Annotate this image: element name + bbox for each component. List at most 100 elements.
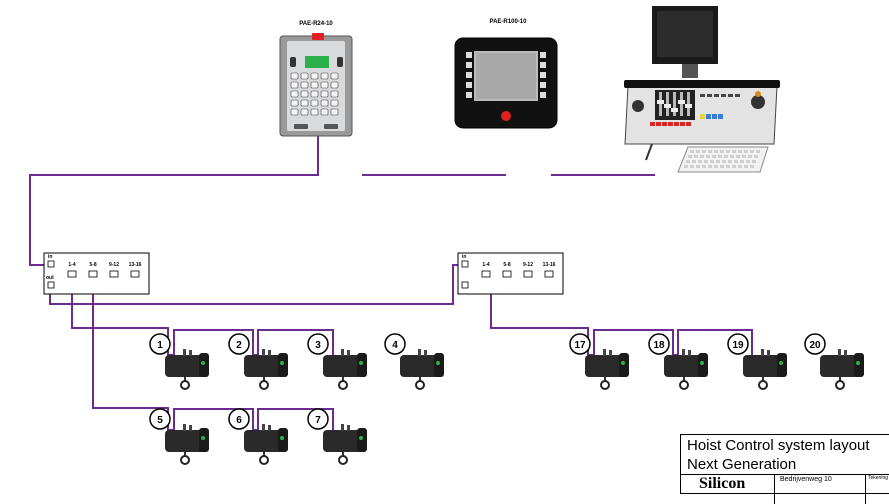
- hoist-logo-icon: [779, 361, 783, 365]
- hoist-17: 17: [569, 333, 629, 390]
- hoist-number-badge: [569, 333, 591, 355]
- hook-icon: [600, 380, 610, 390]
- channel-label: 9-12: [523, 262, 533, 268]
- distributor-box-2: in 1-4 5-8 9-12 13-16: [457, 252, 564, 295]
- channel-label: 13-16: [129, 262, 142, 268]
- joystick-right-icon: [337, 57, 343, 67]
- hoist-logo-icon: [201, 361, 205, 365]
- cable-ch5-8-group-b: [92, 284, 334, 431]
- input-port: [461, 260, 469, 268]
- channel-port: [544, 270, 554, 278]
- hoist-1: 1: [149, 333, 209, 390]
- hoist-number: 17: [574, 340, 586, 351]
- channel-port: [67, 270, 77, 278]
- output-port: [461, 281, 469, 289]
- hook-icon: [415, 380, 425, 390]
- channel-port: [109, 270, 119, 278]
- hoist-logo-icon: [700, 361, 704, 365]
- hoist-logo-icon: [359, 436, 363, 440]
- channel-port: [502, 270, 512, 278]
- hoist-20: 20: [804, 333, 864, 390]
- cable-ch1-4-group-c: [490, 284, 753, 356]
- channel-label: 5-8: [89, 262, 96, 268]
- channel-label: 5-8: [503, 262, 510, 268]
- output-port-label: out: [46, 275, 54, 281]
- input-port: [47, 260, 55, 268]
- remote-controller: PAE-R24-10: [279, 21, 353, 137]
- channel-label: 9-12: [109, 262, 119, 268]
- hoist-6: 6: [228, 408, 288, 465]
- hoist-3: 3: [307, 333, 367, 390]
- hoist-logo-icon: [621, 361, 625, 365]
- hoist-number-badge: [307, 408, 329, 430]
- hoist-logo-icon: [436, 361, 440, 365]
- hoist-18: 18: [648, 333, 708, 390]
- cable-network: [29, 136, 753, 431]
- input-port-label: in: [462, 254, 466, 260]
- hoist-number-badge: [228, 408, 250, 430]
- panel-label: PAE-R100-10: [490, 19, 528, 25]
- remote-keypad: [290, 72, 339, 116]
- touch-panel-controller: PAE-R100-10: [454, 19, 558, 129]
- channel-label: 1-4: [482, 262, 489, 268]
- hook-icon: [180, 380, 190, 390]
- hoist-number-badge: [384, 333, 406, 355]
- hoist-number: 20: [809, 340, 821, 351]
- console-joystick-right-icon: [751, 95, 765, 109]
- hoist-number: 5: [157, 415, 163, 426]
- hoist-logo-icon: [856, 361, 860, 365]
- company-address: Bedrijvenweg 10: [780, 476, 832, 483]
- system-diagram: PAE-R24-10 PAE-R100-10 in out 1-4 5: [29, 6, 864, 465]
- hook-icon: [679, 380, 689, 390]
- hoist-number: 7: [315, 415, 321, 426]
- hook-icon: [758, 380, 768, 390]
- panel-emergency-stop-icon: [501, 111, 511, 121]
- remote-display: [305, 56, 329, 68]
- hoist-2: 2: [228, 333, 288, 390]
- hoist-5: 5: [149, 408, 209, 465]
- input-port-label: in: [48, 254, 52, 260]
- drawing-number-label: Tekening: [868, 475, 889, 481]
- company-logo: Silicon: [699, 475, 746, 492]
- hoist-number-badge: [307, 333, 329, 355]
- distributor-box-1: in out 1-4 5-8 9-12 13-16: [43, 252, 150, 295]
- hoist-number: 4: [392, 340, 398, 351]
- hoist-19: 19: [727, 333, 787, 390]
- hoist-number-badge: [648, 333, 670, 355]
- joystick-left-icon: [290, 57, 296, 67]
- channel-port: [481, 270, 491, 278]
- channel-label: 1-4: [68, 262, 75, 268]
- hoist-number-badge: [149, 333, 171, 355]
- hoist-number: 19: [732, 340, 744, 351]
- channel-port: [88, 270, 98, 278]
- cable-link-out-to-in: [49, 264, 464, 305]
- hoist-logo-icon: [280, 436, 284, 440]
- title-block: Hoist Control system layout Next Generat…: [680, 434, 889, 504]
- panel-screen: [474, 51, 538, 101]
- hoist-number: 1: [157, 340, 163, 351]
- hoist-logo-icon: [201, 436, 205, 440]
- remote-label: PAE-R24-10: [299, 21, 333, 27]
- console-faders: [657, 92, 740, 116]
- hook-icon: [835, 380, 845, 390]
- hoist-number-badge: [727, 333, 749, 355]
- channel-label: 13-16: [543, 262, 556, 268]
- hook-icon: [259, 455, 269, 465]
- emergency-stop-icon: [312, 33, 324, 40]
- hoist-number: 6: [236, 415, 242, 426]
- cable-ch1-4-group-a: [71, 284, 334, 356]
- hook-icon: [338, 380, 348, 390]
- hoist-number-badge: [149, 408, 171, 430]
- channel-port: [523, 270, 533, 278]
- hoist-number: 18: [653, 340, 665, 351]
- hoist-number-badge: [228, 333, 250, 355]
- hoist-logo-icon: [280, 361, 284, 365]
- console-joystick-left-icon: [632, 100, 644, 112]
- drawing-subtitle: Next Generation: [687, 456, 797, 473]
- cable-remote-to-distributor-1: [29, 136, 319, 266]
- hook-icon: [259, 380, 269, 390]
- panel-side-buttons: [466, 52, 546, 98]
- hoist-number: 2: [236, 340, 242, 351]
- drawing-title: Hoist Control system layout: [687, 437, 870, 454]
- hoist-number-badge: [804, 333, 826, 355]
